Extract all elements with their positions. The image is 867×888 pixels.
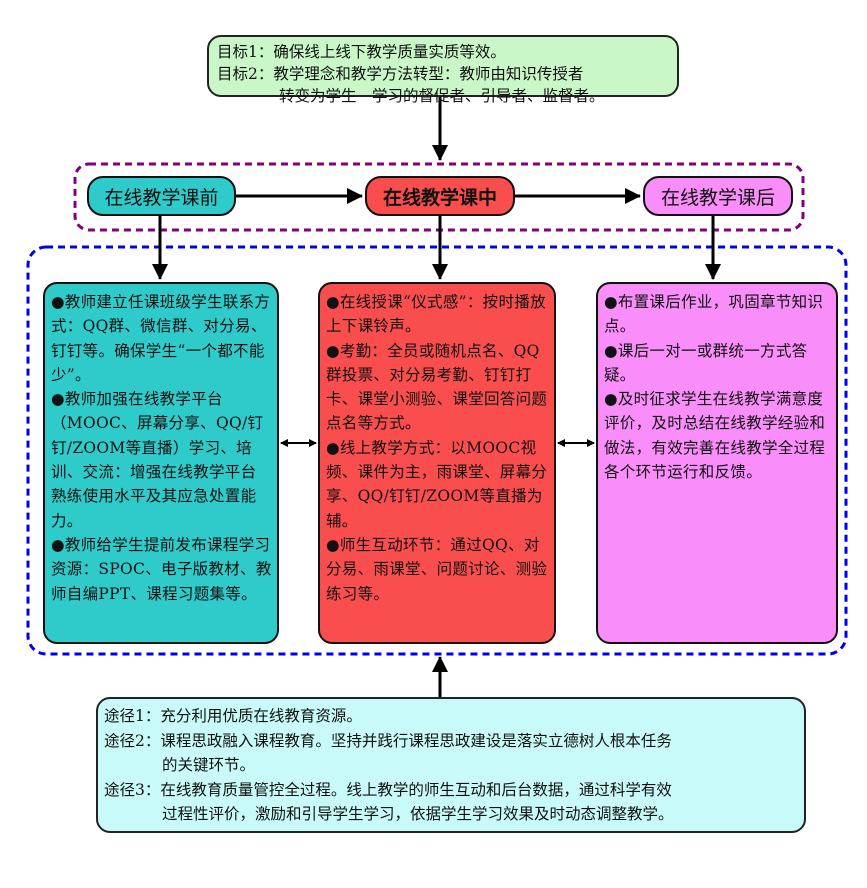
phase-in-class: 在线教学课中 (365, 176, 515, 216)
path-3: 途径3： 在线教育质量管控全过程。线上教学的师生互动和后台数据，通过科学有效 (104, 778, 798, 803)
post-class-item: ●布置课后作业，巩固章节知识点。 (604, 293, 824, 336)
path-1-text: 充分利用优质在线教育资源。 (160, 707, 362, 725)
post-class-item: ●课后一对一或群统一方式答疑。 (604, 341, 808, 384)
goal-1-label: 目标1： (217, 43, 274, 61)
path-2-text-line1: 课程思政融入课程教育。坚持并践行课程思政建设是落实立德树人根本任务 (160, 731, 672, 750)
pre-class-item: ●教师加强在线教学平台（MOOC、屏幕分享、QQ/钉钉/ZOOM等直播）学习、培… (51, 390, 264, 530)
paths-box: 途径1： 充分利用优质在线教育资源。 途径2： 课程思政融入课程教育。坚持并践行… (96, 697, 806, 833)
post-class-item: ●及时征求学生在线教学满意度评价，及时总结在线教学经验和做法，有效完善在线教学全… (604, 390, 826, 482)
goal-2-label: 目标2： (217, 65, 274, 83)
goal-1-text: 确保线上线下教学质量实质等效。 (273, 43, 506, 61)
path-2-continued: 的关键环节。 (104, 753, 798, 778)
goal-1: 目标1： 确保线上线下教学质量实质等效。 (217, 41, 669, 63)
path-1: 途径1： 充分利用优质在线教育资源。 (104, 704, 798, 729)
in-class-content-box: ●在线授课“仪式感”：按时播放上下课铃声。 ●考勤：全员或随机点名、QQ群投票、… (318, 282, 556, 644)
post-class-content-box: ●布置课后作业，巩固章节知识点。 ●课后一对一或群统一方式答疑。 ●及时征求学生… (596, 282, 838, 644)
path-3-text-line2: 过程性评价，激励和引导学生学习，依据学生学习效果及时动态调整教学。 (162, 805, 674, 823)
in-class-item: ●线上教学方式：以MOOC视频、课件为主，雨课堂、屏幕分享、QQ/钉钉/ZOOM… (326, 438, 548, 530)
phase-pre-class: 在线教学课前 (87, 176, 236, 216)
in-class-item: ●师生互动环节：通过QQ、对分易、雨课堂、问题讨论、测验练习等。 (326, 535, 548, 603)
in-class-item: ●在线授课“仪式感”：按时播放上下课铃声。 (326, 293, 546, 336)
goal-2: 目标2： 教学理念和教学方法转型：教师由知识传授者 (217, 63, 669, 85)
path-1-label: 途径1： (104, 707, 161, 725)
path-3-continued: 过程性评价，激励和引导学生学习，依据学生学习效果及时动态调整教学。 (104, 802, 798, 827)
path-3-label: 途径3： (104, 780, 161, 799)
path-3-text-line1: 在线教育质量管控全过程。线上教学的师生互动和后台数据，通过科学有效 (160, 780, 672, 799)
goal-2-text-line2: 转变为学生 学习的督促者、引导者、监督者。 (279, 87, 605, 105)
pre-class-content-box: ●教师建立任课班级学生联系方式：QQ群、微信群、对分易、钉钉等。确保学生“一个都… (43, 282, 279, 644)
path-2-label: 途径2： (104, 731, 161, 750)
phase-post-class: 在线教学课后 (643, 176, 793, 216)
goals-box: 目标1： 确保线上线下教学质量实质等效。 目标2： 教学理念和教学方法转型：教师… (207, 35, 679, 105)
goal-2-text-line1: 教学理念和教学方法转型：教师由知识传授者 (273, 65, 584, 83)
path-2: 途径2： 课程思政融入课程教育。坚持并践行课程思政建设是落实立德树人根本任务 (104, 729, 798, 754)
in-class-item: ●考勤：全员或随机点名、QQ群投票、对分易考勤、钉钉打卡、课堂小测验、课堂回答问… (326, 341, 548, 433)
path-2-text-line2: 的关键环节。 (162, 756, 256, 774)
pre-class-item: ●教师建立任课班级学生联系方式：QQ群、微信群、对分易、钉钉等。确保学生“一个都… (51, 293, 271, 384)
pre-class-item: ●教师给学生提前发布课程学习资源：SPOC、电子版教材、教师自编PPT、课程习题… (51, 535, 272, 603)
goal-2-continued: 转变为学生 学习的督促者、引导者、监督者。 (217, 85, 669, 107)
